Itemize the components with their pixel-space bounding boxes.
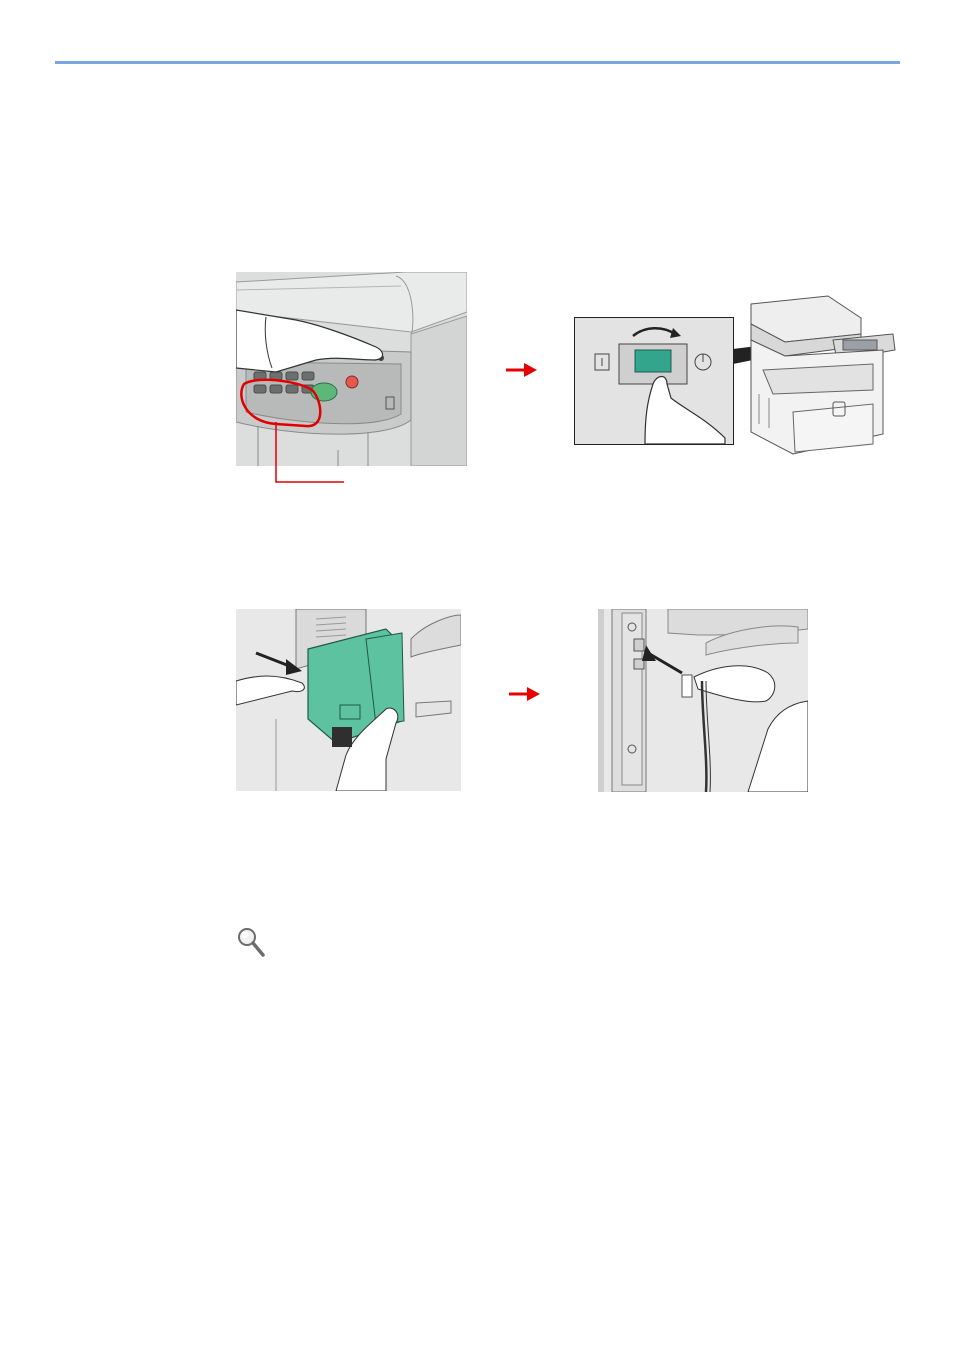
header-rule — [55, 61, 900, 64]
note-magnifier-icon — [236, 926, 266, 958]
arrow-right-icon — [509, 687, 540, 701]
callout-leader-line — [275, 422, 344, 483]
power-switch-inset — [574, 317, 734, 445]
operation-panel-illustration — [236, 272, 467, 466]
arrow-right-icon — [506, 363, 537, 377]
printer-illustration — [733, 294, 898, 456]
network-cable-illustration — [598, 609, 808, 792]
interface-cover-illustration — [236, 609, 461, 791]
